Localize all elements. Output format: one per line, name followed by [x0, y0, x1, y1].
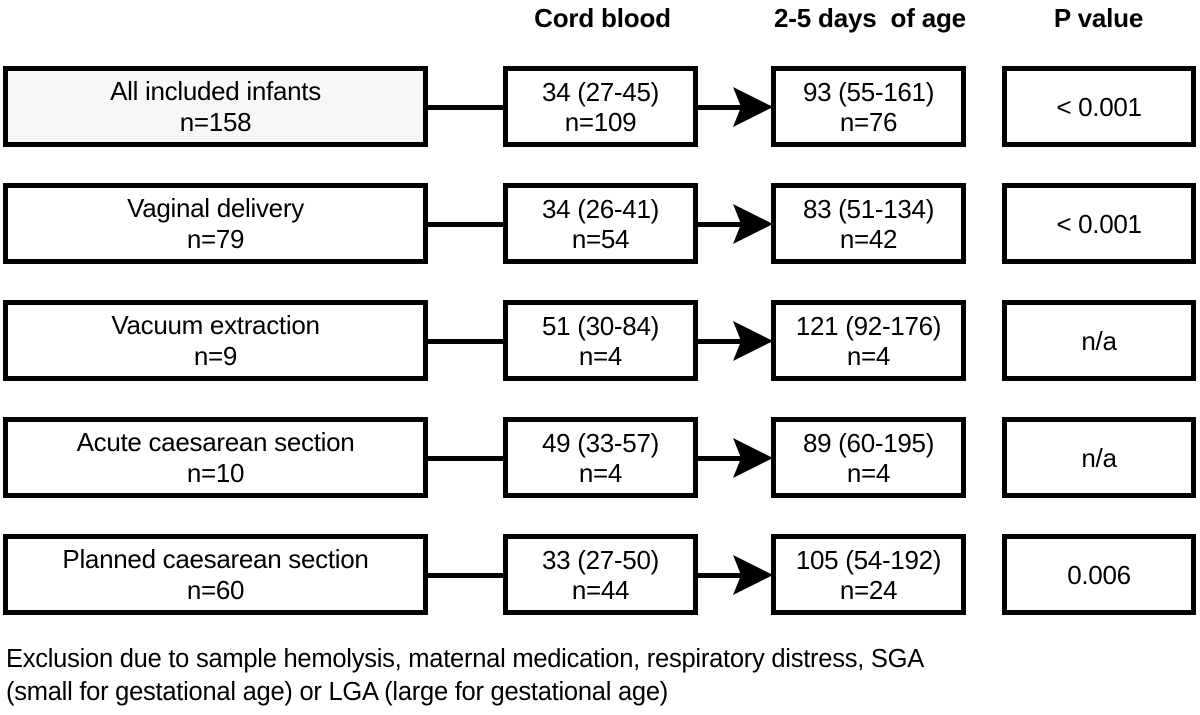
- days-of-age-count: n=4: [846, 340, 891, 371]
- cord-blood-value: 34 (26-41): [542, 193, 659, 224]
- days-of-age-value: 83 (51-134): [802, 193, 935, 224]
- arrow-head-icon: [733, 203, 773, 244]
- arrow-head-icon: [733, 437, 773, 478]
- p-value-text: < 0.001: [1056, 91, 1142, 122]
- cord-blood-count: n=109: [564, 106, 637, 137]
- group-count: n=10: [186, 457, 245, 488]
- cord-blood-box[interactable]: 49 (33-57)n=4: [503, 417, 698, 498]
- connector-line: [428, 104, 503, 110]
- group-label: Vaginal delivery: [127, 192, 304, 223]
- days-of-age-box[interactable]: 121 (92-176)n=4: [771, 300, 966, 381]
- cord-blood-count: n=4: [578, 340, 623, 371]
- arrow-head-icon: [733, 554, 773, 595]
- arrow-shaft: [698, 221, 750, 227]
- days-of-age-value: 89 (60-195): [802, 427, 935, 458]
- days-of-age-count: n=24: [839, 574, 898, 605]
- group-label: Planned caesarean section: [62, 543, 369, 574]
- column-header-cord-blood: Cord blood: [534, 3, 671, 33]
- arrow-shaft: [698, 338, 750, 344]
- p-value-box[interactable]: n/a: [1002, 417, 1196, 498]
- days-of-age-count: n=42: [839, 223, 898, 254]
- arrow-shaft: [698, 104, 750, 110]
- connector-line: [428, 221, 503, 227]
- cord-blood-box[interactable]: 34 (27-45)n=109: [503, 66, 698, 147]
- days-of-age-box[interactable]: 83 (51-134)n=42: [771, 183, 966, 264]
- days-of-age-count: n=76: [839, 106, 898, 137]
- p-value-text: n/a: [1081, 442, 1117, 473]
- p-value-box[interactable]: 0.006: [1002, 534, 1196, 615]
- cord-blood-value: 49 (33-57): [542, 427, 659, 458]
- connector-line: [428, 455, 503, 461]
- group-count: n=79: [186, 223, 245, 254]
- p-value-text: 0.006: [1067, 559, 1131, 590]
- cord-blood-value: 33 (27-50): [542, 544, 659, 575]
- arrow-shaft: [698, 572, 750, 578]
- days-of-age-box[interactable]: 89 (60-195)n=4: [771, 417, 966, 498]
- days-of-age-value: 93 (55-161): [802, 76, 935, 107]
- group-count: n=158: [179, 106, 252, 137]
- cord-blood-value: 34 (27-45): [542, 76, 659, 107]
- group-count: n=9: [193, 340, 238, 371]
- cord-blood-box[interactable]: 33 (27-50)n=44: [503, 534, 698, 615]
- days-of-age-count: n=4: [846, 457, 891, 488]
- cord-blood-count: n=4: [578, 457, 623, 488]
- group-label: All included infants: [110, 75, 321, 106]
- days-of-age-value: 105 (54-192): [795, 544, 942, 575]
- group-count: n=60: [186, 574, 245, 605]
- arrow-head-icon: [733, 320, 773, 361]
- footnote-line-2: (small for gestational age) or LGA (larg…: [6, 678, 669, 706]
- group-label: Vacuum extraction: [111, 309, 320, 340]
- days-of-age-value: 121 (92-176): [795, 310, 942, 341]
- footnote: Exclusion due to sample hemolysis, mater…: [6, 643, 1186, 709]
- arrow-shaft: [698, 455, 750, 461]
- column-header-days-of-age: 2-5 days of age: [774, 3, 966, 33]
- cord-blood-count: n=44: [571, 574, 630, 605]
- column-header-p-value: P value: [1053, 3, 1144, 33]
- days-of-age-box[interactable]: 93 (55-161)n=76: [771, 66, 966, 147]
- connector-line: [428, 572, 503, 578]
- connector-line: [428, 338, 503, 344]
- p-value-text: n/a: [1081, 325, 1117, 356]
- days-of-age-box[interactable]: 105 (54-192)n=24: [771, 534, 966, 615]
- p-value-box[interactable]: n/a: [1002, 300, 1196, 381]
- p-value-box[interactable]: < 0.001: [1002, 66, 1196, 147]
- footnote-line-1: Exclusion due to sample hemolysis, mater…: [6, 645, 924, 673]
- group-label: Acute caesarean section: [76, 426, 355, 457]
- cord-blood-box[interactable]: 34 (26-41)n=54: [503, 183, 698, 264]
- p-value-box[interactable]: < 0.001: [1002, 183, 1196, 264]
- arrow-head-icon: [733, 86, 773, 127]
- cord-blood-value: 51 (30-84): [542, 310, 659, 341]
- cord-blood-box[interactable]: 51 (30-84)n=4: [503, 300, 698, 381]
- p-value-text: < 0.001: [1056, 208, 1142, 239]
- cord-blood-count: n=54: [571, 223, 630, 254]
